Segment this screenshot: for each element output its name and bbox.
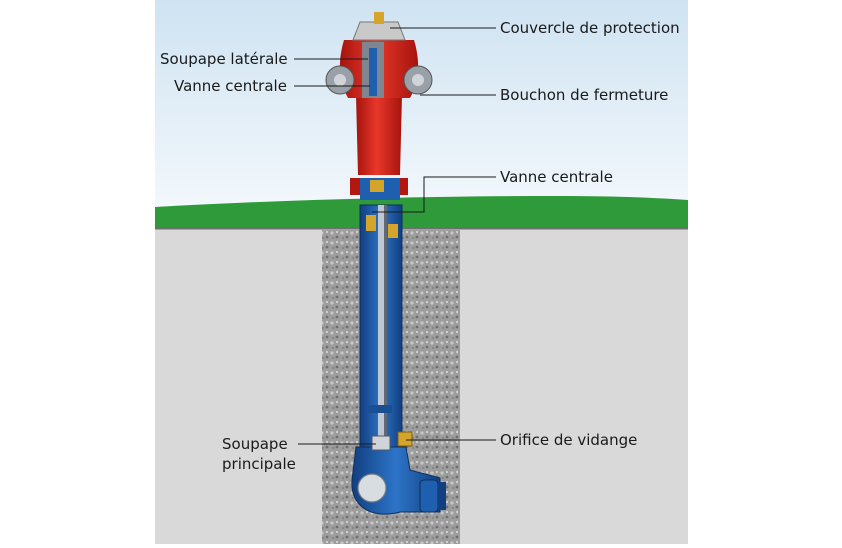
label-orifice-de-vidange: Orifice de vidange [500,431,638,449]
leader-vanne-centrale-mid [372,176,496,213]
label-vanne-centrale-mid: Vanne centrale [500,168,613,186]
label-vanne-centrale-top: Vanne centrale [174,77,287,95]
sky [155,0,688,210]
label-soupape-principale-line2: principale [222,455,296,473]
underground-pipe [359,204,403,448]
foot-elbow [351,431,446,515]
leader-lines [294,27,496,445]
label-couvercle-de-protection: Couvercle de protection [500,19,680,37]
label-soupape-principale-line1: Soupape [222,435,288,453]
red-hydrant-body [325,12,433,200]
label-bouchon-de-fermeture: Bouchon de fermeture [500,86,669,104]
label-soupape-laterale: Soupape latérale [160,50,288,68]
